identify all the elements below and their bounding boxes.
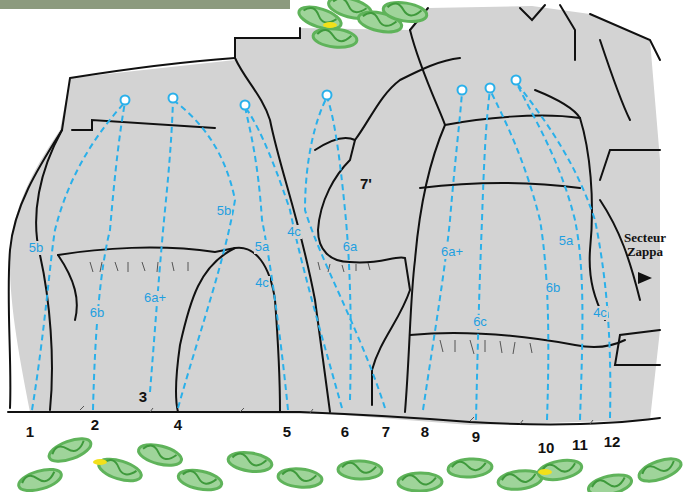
route-number: 4 bbox=[174, 417, 182, 434]
flower bbox=[93, 459, 107, 465]
vegetation bbox=[177, 467, 224, 492]
grade-label: 4c bbox=[254, 276, 270, 290]
vegetation bbox=[277, 467, 322, 489]
route-number: 12 bbox=[604, 434, 621, 451]
grade-label: 6b bbox=[89, 306, 105, 320]
grade-label: 5b bbox=[28, 241, 44, 255]
route-number: 10 bbox=[538, 440, 555, 457]
grade-label: 5a bbox=[254, 240, 270, 254]
vegetation bbox=[382, 0, 428, 24]
vegetation bbox=[16, 465, 63, 492]
flower bbox=[323, 22, 337, 28]
route-number: 8 bbox=[421, 424, 429, 441]
route-number: 7' bbox=[360, 176, 372, 193]
route-number: 5 bbox=[283, 424, 291, 441]
vegetation bbox=[338, 460, 383, 480]
vegetation bbox=[398, 473, 442, 492]
vegetation bbox=[46, 434, 94, 466]
vegetation bbox=[537, 457, 583, 482]
route-number: 1 bbox=[26, 424, 34, 441]
vegetation bbox=[447, 457, 492, 478]
grade-label: 5a bbox=[558, 234, 574, 248]
route-number: 6 bbox=[341, 424, 349, 441]
route-number: 9 bbox=[472, 429, 480, 446]
route-number: 3 bbox=[139, 389, 147, 406]
vegetation bbox=[636, 454, 683, 485]
flower bbox=[538, 469, 552, 475]
grade-label: 4c bbox=[592, 306, 608, 320]
vegetation bbox=[136, 441, 183, 469]
grade-label: 6a+ bbox=[440, 245, 464, 259]
vegetation bbox=[312, 27, 358, 50]
vegetation bbox=[497, 468, 543, 491]
grade-label: 4c bbox=[286, 225, 302, 239]
vegetation bbox=[587, 471, 634, 492]
sector-label: Secteur Zappa bbox=[617, 231, 673, 260]
grade-label: 5b bbox=[216, 204, 232, 218]
grade-label: 6a+ bbox=[143, 291, 167, 305]
grade-label: 6b bbox=[545, 281, 561, 295]
grade-label: 6c bbox=[472, 315, 488, 329]
route-number: 7 bbox=[382, 424, 390, 441]
grade-label: 6a bbox=[342, 240, 358, 254]
vegetation bbox=[227, 450, 273, 474]
route-number: 2 bbox=[91, 417, 99, 434]
route-number: 11 bbox=[572, 437, 588, 454]
